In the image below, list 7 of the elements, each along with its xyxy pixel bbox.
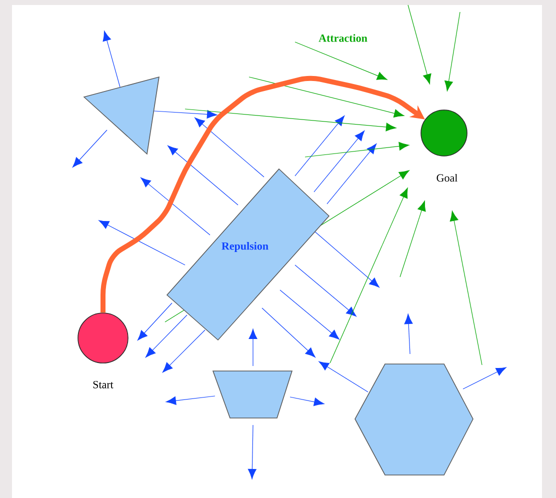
circle-node (420, 110, 468, 156)
force-label: Repulsion (220, 241, 270, 253)
node-caption: Start (93, 380, 114, 388)
force-label: Attraction (318, 33, 368, 43)
node-caption: Goal (436, 174, 458, 182)
hexagon-obstacle (354, 364, 474, 476)
circle-node (78, 312, 128, 364)
